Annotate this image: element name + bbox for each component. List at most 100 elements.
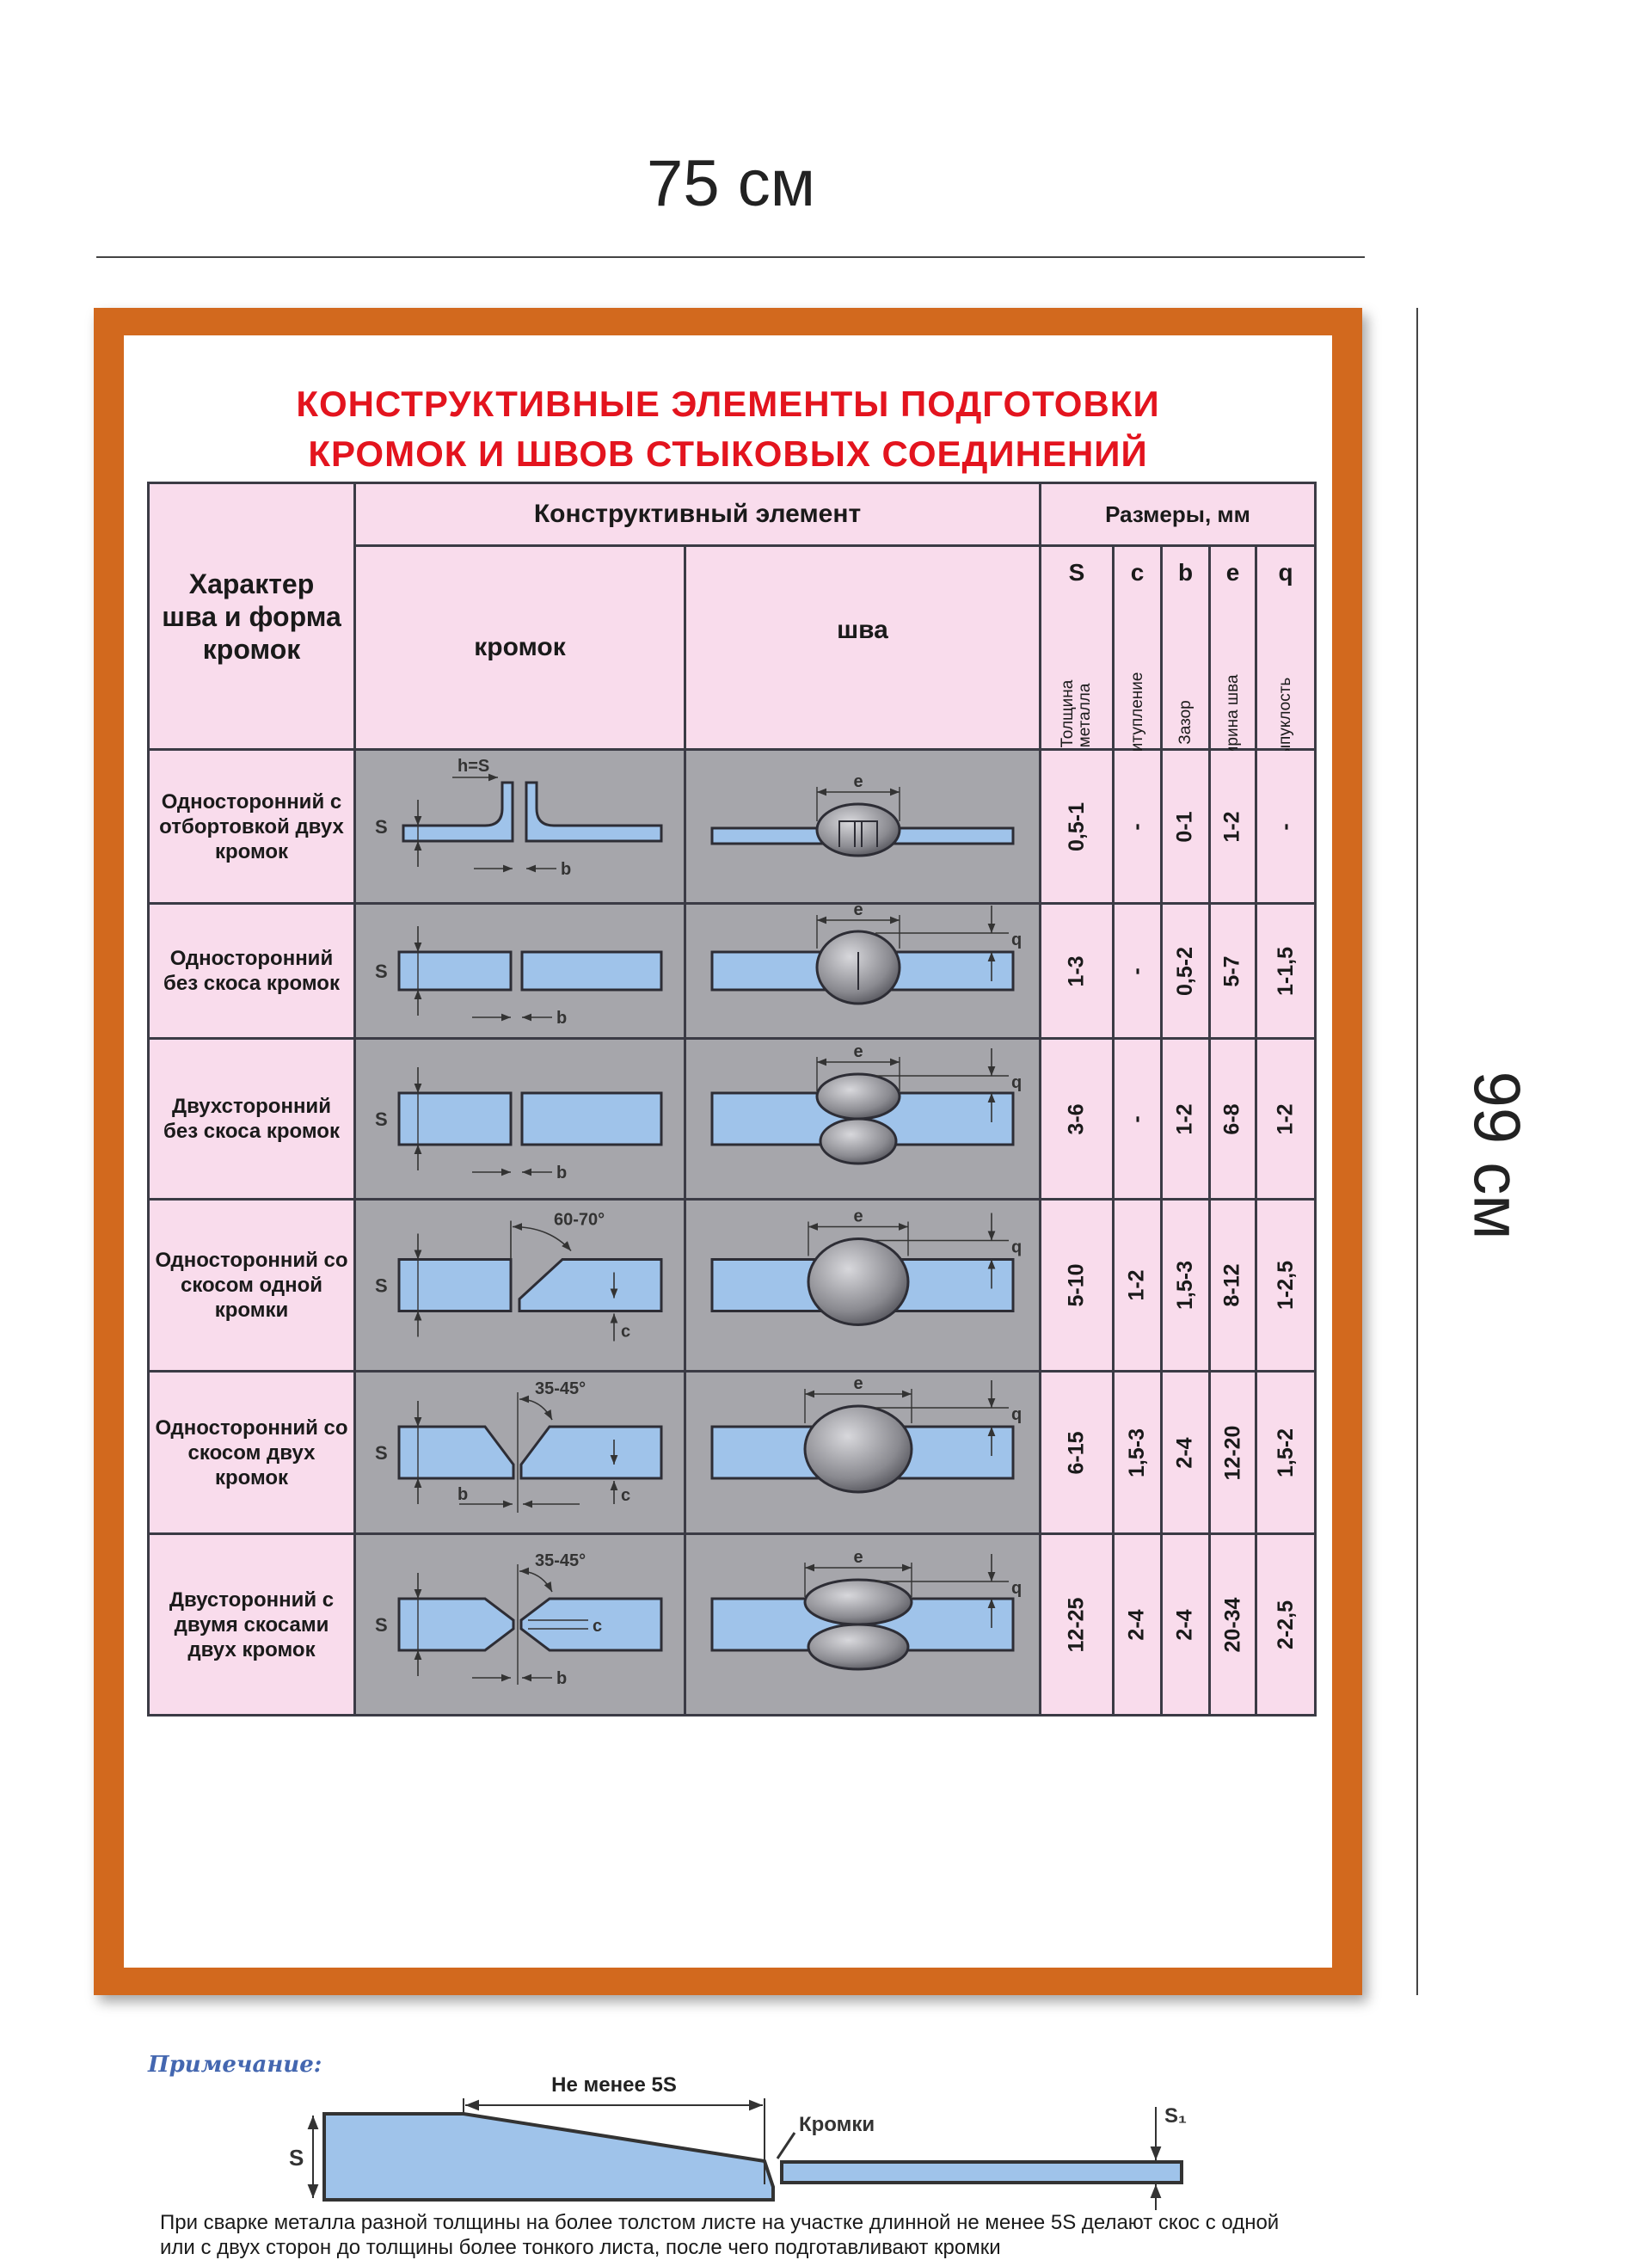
bevel-angle-label: 35-45°	[535, 1379, 586, 1398]
thickness-label: S	[375, 816, 388, 838]
dimension-value-cell: 1-2,5	[1257, 1201, 1314, 1370]
header-kromok: кромок	[356, 547, 684, 748]
row-label: Односторонний со скосом двух кромок	[150, 1373, 353, 1532]
dimension-value: 12-25	[1064, 1597, 1089, 1652]
dimension-value: 1,5-3	[1173, 1261, 1198, 1310]
edge-preparation-diagram: 35-45°cSb	[375, 1551, 663, 1688]
left-plate	[397, 1258, 513, 1312]
thickness-transition-diagram: Не менее 5S S Кромки S₁	[289, 2073, 1187, 2210]
weld-bead-bottom	[807, 1623, 910, 1671]
weld-seam-diagram: eq	[710, 1042, 1022, 1165]
param-label: Зазор	[1176, 700, 1194, 745]
gap-label: b	[556, 1164, 567, 1182]
left-plate	[402, 781, 514, 843]
dimension-value-cell: 1-3	[1041, 905, 1112, 1037]
dimension-value: 5-10	[1064, 1263, 1089, 1307]
right-plate	[519, 1597, 663, 1652]
dimension-value-cell: 6-15	[1041, 1373, 1112, 1532]
dimension-value: -	[1124, 1115, 1149, 1123]
dimension-value-cell: 20-34	[1211, 1535, 1255, 1714]
dimension-value-cell: 2-2,5	[1257, 1535, 1314, 1714]
thickness-s1-label: S₁	[1164, 2104, 1187, 2128]
right-plate	[520, 950, 663, 992]
weld-convexity-label: q	[1011, 1238, 1022, 1257]
flange-height-label: h=S	[458, 757, 489, 776]
left-plate	[397, 1091, 513, 1146]
width-dimension-label: 75 см	[647, 147, 815, 220]
dimension-value-cell: 1-1,5	[1257, 905, 1314, 1037]
edge-preparation-diagram: 35-45°cbS	[375, 1379, 663, 1513]
weld-seam-diagram: eq	[710, 1207, 1022, 1326]
row-label: Односторонний со скосом одной кромки	[150, 1201, 353, 1370]
kromok-diagram-cell: 60-70° c S	[356, 1201, 684, 1370]
weld-seam-diagram: eq	[710, 905, 1022, 1005]
dimension-value-cell: 5-7	[1211, 905, 1255, 1037]
right-plate	[519, 1425, 663, 1480]
right-plate	[525, 781, 663, 843]
dimension-value-cell: 1-2	[1163, 1040, 1208, 1198]
dimension-value: 2-2,5	[1273, 1600, 1298, 1649]
bevel-angle-label: 35-45°	[535, 1551, 586, 1570]
root-face-label: c	[621, 1323, 630, 1342]
left-plate	[397, 1597, 515, 1652]
dimension-value: 6-15	[1064, 1430, 1089, 1475]
weld-width-label: e	[853, 772, 863, 791]
dimension-value: 5-7	[1219, 955, 1244, 987]
dimension-value-cell: -	[1115, 905, 1160, 1037]
weld-bead	[803, 1404, 913, 1494]
root-face-label: c	[621, 1486, 630, 1505]
edge-preparation-diagram: 60-70° c S	[375, 1211, 663, 1342]
row-label: Односторонний с отбортовкой двух кромок	[150, 751, 353, 902]
dimension-value-cell: 5-10	[1041, 1201, 1112, 1370]
header-element: Конструктивный элемент	[356, 484, 1039, 544]
gap-label: b	[556, 1009, 567, 1028]
weld-width-label: e	[853, 1207, 863, 1226]
edge-preparation-diagram: Sb	[375, 1067, 663, 1182]
dimension-value: -	[1124, 822, 1149, 831]
thickness-label: S	[375, 1614, 388, 1636]
bevel-angle-label: 60-70°	[554, 1211, 605, 1230]
dimension-value: 1-2	[1219, 810, 1244, 843]
dimension-value-cell: -	[1115, 751, 1160, 902]
row-label: Односторонний без скоса кромок	[150, 905, 353, 1037]
dimension-value-cell: 1,5-3	[1115, 1373, 1160, 1532]
edge-preparation-diagram: Sb	[375, 926, 663, 1028]
dimension-value: -	[1124, 967, 1149, 975]
param-letter: b	[1177, 559, 1194, 586]
thickness-label: S	[375, 961, 388, 982]
dimension-value: 0,5-1	[1064, 801, 1089, 851]
dimension-value: 2-4	[1172, 1608, 1197, 1641]
param-letter: q	[1278, 559, 1293, 586]
dimension-value-cell: 12-20	[1211, 1373, 1255, 1532]
poster-sheet: КОНСТРУКТИВНЫЕ ЭЛЕМЕНТЫ ПОДГОТОВКИ КРОМО…	[124, 335, 1332, 2259]
dimension-value: 0,5-2	[1173, 946, 1198, 996]
height-dimension-label: 99 см	[1459, 1071, 1533, 1240]
left-plate	[397, 1425, 515, 1480]
dimension-value-cell: 6-8	[1211, 1040, 1255, 1198]
dimension-value-cell: 1,5-2	[1257, 1373, 1314, 1532]
dimension-value: 1,5-3	[1125, 1428, 1150, 1477]
gap-label: b	[561, 860, 571, 879]
dimension-value: 3-6	[1064, 1102, 1089, 1135]
dimension-value-cell: 8-12	[1211, 1201, 1255, 1370]
header-character: Характер шва и форма кромок	[150, 484, 353, 748]
thickness-label: S	[375, 1275, 388, 1297]
dimension-value: 6-8	[1219, 1102, 1244, 1135]
min-length-label: Не менее 5S	[551, 2073, 677, 2097]
edges-label: Кромки	[799, 2113, 875, 2136]
height-dimension-line	[1416, 308, 1418, 1995]
dimension-value-cell: 0,5-1	[1041, 751, 1112, 902]
dimension-value: 8-12	[1219, 1263, 1244, 1307]
dimension-value-cell: 1-2	[1211, 751, 1255, 902]
right-plate	[518, 1258, 663, 1312]
gap-label: b	[458, 1485, 468, 1504]
